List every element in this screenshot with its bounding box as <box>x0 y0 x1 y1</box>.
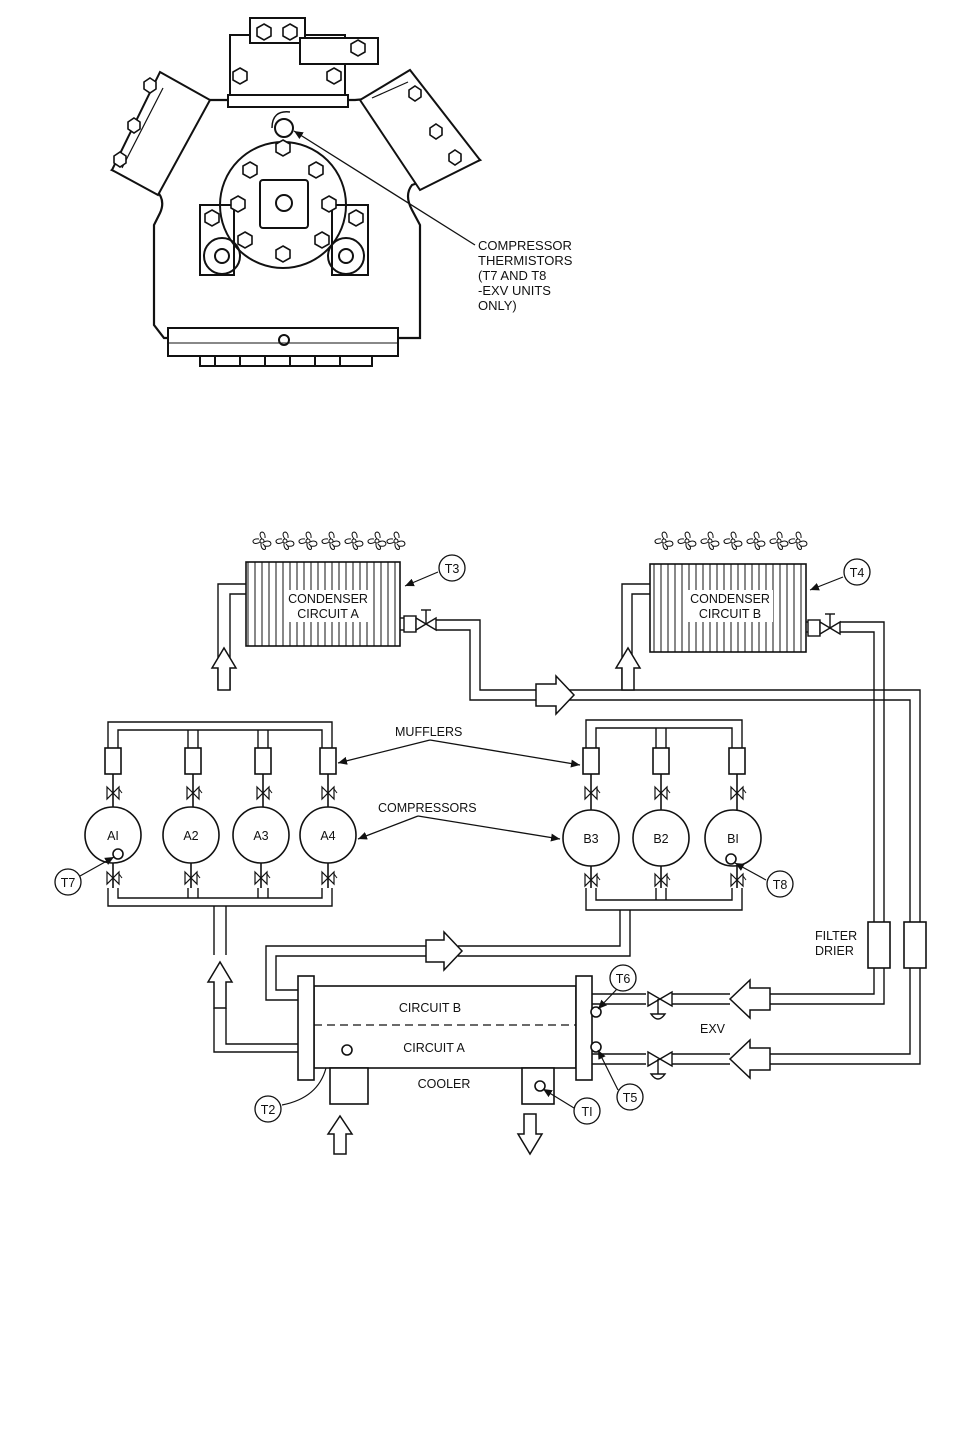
fans-circuit-a <box>253 532 405 549</box>
compressor-a1-label: AI <box>107 829 119 843</box>
sensor-t1: TI <box>581 1105 592 1119</box>
cooler-circuit-b-label: CIRCUIT B <box>399 1001 461 1015</box>
compressors-circuit-b <box>563 748 761 888</box>
sensor-t5: T5 <box>623 1091 638 1105</box>
filter-driers <box>868 922 926 968</box>
condenser-a-line-1: CONDENSER <box>288 592 368 606</box>
condenser-b-line-1: CONDENSER <box>690 592 770 606</box>
thermistor-callout: COMPRESSOR THERMISTORS (T7 AND T8 -EXV U… <box>478 238 573 313</box>
callout-line-3: (T7 AND T8 <box>478 268 546 283</box>
compressor-b3-label: B3 <box>583 832 598 846</box>
mufflers-label: MUFFLERS <box>395 725 462 739</box>
compressor-b1-label: BI <box>727 832 739 846</box>
sensor-t3: T3 <box>445 562 460 576</box>
sensor-t6: T6 <box>616 972 631 986</box>
condenser-b-line-2: CIRCUIT B <box>699 607 761 621</box>
compressor-a3-label: A3 <box>253 829 268 843</box>
callout-lines <box>338 740 580 839</box>
condenser-b: CONDENSER CIRCUIT B <box>650 564 806 652</box>
sensor-t8: T8 <box>773 878 788 892</box>
callout-line-2: THERMISTORS <box>478 253 573 268</box>
callout-line-1: COMPRESSOR <box>478 238 572 253</box>
filter-drier-line-1: FILTER <box>815 929 857 943</box>
condenser-a-line-2: CIRCUIT A <box>297 607 359 621</box>
compressor-a4-label: A4 <box>320 829 335 843</box>
cooler-circuit-a-label: CIRCUIT A <box>403 1041 465 1055</box>
fans-circuit-b <box>655 532 807 549</box>
sensor-t2: T2 <box>261 1103 276 1117</box>
cooler-label: COOLER <box>418 1077 471 1091</box>
compressor-b2-label: B2 <box>653 832 668 846</box>
callout-line-5: ONLY) <box>478 298 517 313</box>
sensor-t4: T4 <box>850 566 865 580</box>
compressors-circuit-a <box>85 748 356 888</box>
compressors-label: COMPRESSORS <box>378 801 477 815</box>
callout-line-4: -EXV UNITS <box>478 283 551 298</box>
condenser-a: CONDENSER CIRCUIT A <box>246 562 400 646</box>
exv-valves <box>648 992 672 1079</box>
exv-label: EXV <box>700 1022 726 1036</box>
compressor-a2-label: A2 <box>183 829 198 843</box>
filter-drier-line-2: DRIER <box>815 944 854 958</box>
flow-arrows <box>208 648 770 1154</box>
sensor-t7: T7 <box>61 876 76 890</box>
compressor-front-view <box>112 18 480 366</box>
